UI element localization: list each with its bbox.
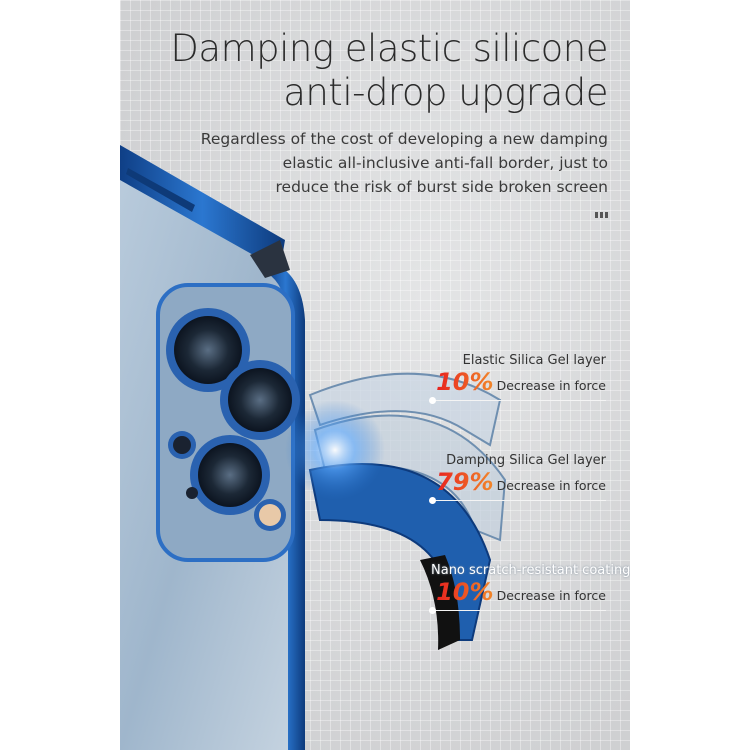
layer-callout-damping: Damping Silica Gel layer 79%Decrease in … bbox=[429, 453, 606, 504]
callout-dot bbox=[429, 397, 436, 404]
layer-percent: 79% bbox=[436, 468, 494, 496]
layer-caption: Decrease in force bbox=[496, 378, 606, 393]
side-button bbox=[126, 168, 195, 212]
layer-name: Nano scratch-resistant coating bbox=[431, 563, 630, 578]
product-poster: Damping elastic silicone anti-drop upgra… bbox=[120, 0, 630, 750]
layer-caption: Decrease in force bbox=[496, 588, 606, 603]
layer-caption: Decrease in force bbox=[496, 478, 606, 493]
description: Regardless of the cost of developing a n… bbox=[188, 127, 608, 199]
callout-line bbox=[429, 397, 606, 404]
headline-line-2: anti-drop upgrade bbox=[283, 71, 608, 114]
description-line-2: elastic all-inclusive anti-fall border, … bbox=[282, 154, 608, 172]
phone-top-frame bbox=[120, 145, 285, 270]
phone-case-illustration bbox=[120, 145, 507, 750]
callout-line bbox=[429, 607, 606, 614]
layer-callout-coating: Nano scratch-resistant coating 10%Decrea… bbox=[429, 563, 630, 614]
layer-name: Elastic Silica Gel layer bbox=[462, 353, 606, 368]
ellipsis-icon bbox=[595, 212, 608, 218]
camera-module bbox=[156, 283, 300, 562]
description-line-1: Regardless of the cost of developing a n… bbox=[200, 130, 608, 148]
layer-callout-elastic: Elastic Silica Gel layer 10%Decrease in … bbox=[429, 353, 606, 404]
description-line-3: reduce the risk of burst side broken scr… bbox=[275, 178, 609, 196]
layer-name: Damping Silica Gel layer bbox=[446, 453, 606, 468]
layer-percent: 10% bbox=[436, 578, 494, 606]
layer-percent: 10% bbox=[436, 368, 494, 396]
callout-line bbox=[429, 497, 606, 504]
headline-line-1: Damping elastic silicone bbox=[170, 27, 608, 70]
callout-dot bbox=[429, 497, 436, 504]
bumper-layers bbox=[285, 372, 507, 650]
callout-dot bbox=[429, 607, 436, 614]
